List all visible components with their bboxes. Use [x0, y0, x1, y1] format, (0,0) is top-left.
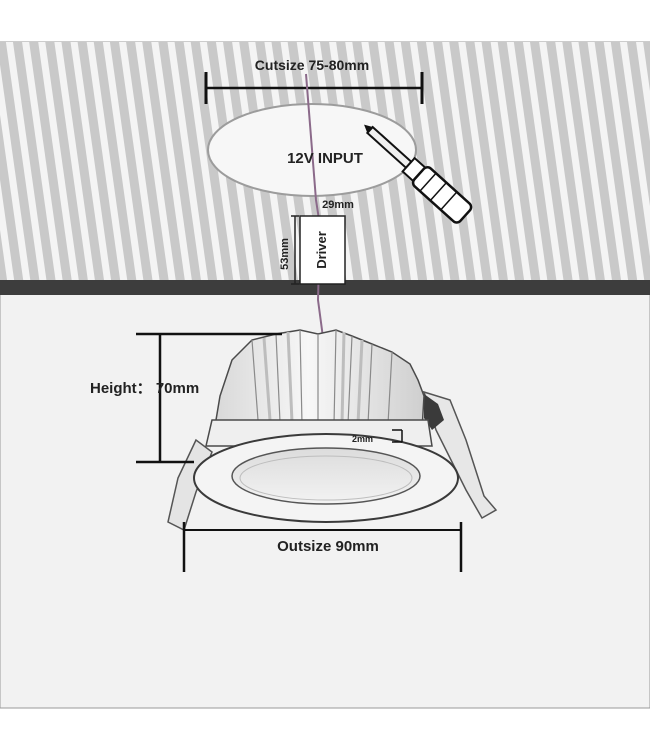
screwdriver-icon [364, 124, 473, 224]
height-label: Height： 70mm [90, 380, 199, 397]
input-label: 12V INPUT [287, 150, 363, 167]
downlight-fixture [167, 329, 498, 532]
outsize-dimension [182, 522, 463, 572]
height-dimension [136, 332, 282, 464]
trim-dimension [392, 429, 403, 443]
cutsize-label: Cutsize 75-80mm [255, 57, 369, 73]
trim-label: 2mm [352, 434, 373, 444]
driver-width-label: 29mm [322, 199, 354, 211]
ceiling-edge [0, 280, 650, 295]
cutsize-dimension [204, 72, 424, 104]
driver-label: Driver [314, 231, 329, 269]
driver-height-label: 53mm [279, 238, 291, 270]
driver-box [291, 215, 346, 285]
outsize-label: Outsize 90mm [277, 538, 379, 555]
